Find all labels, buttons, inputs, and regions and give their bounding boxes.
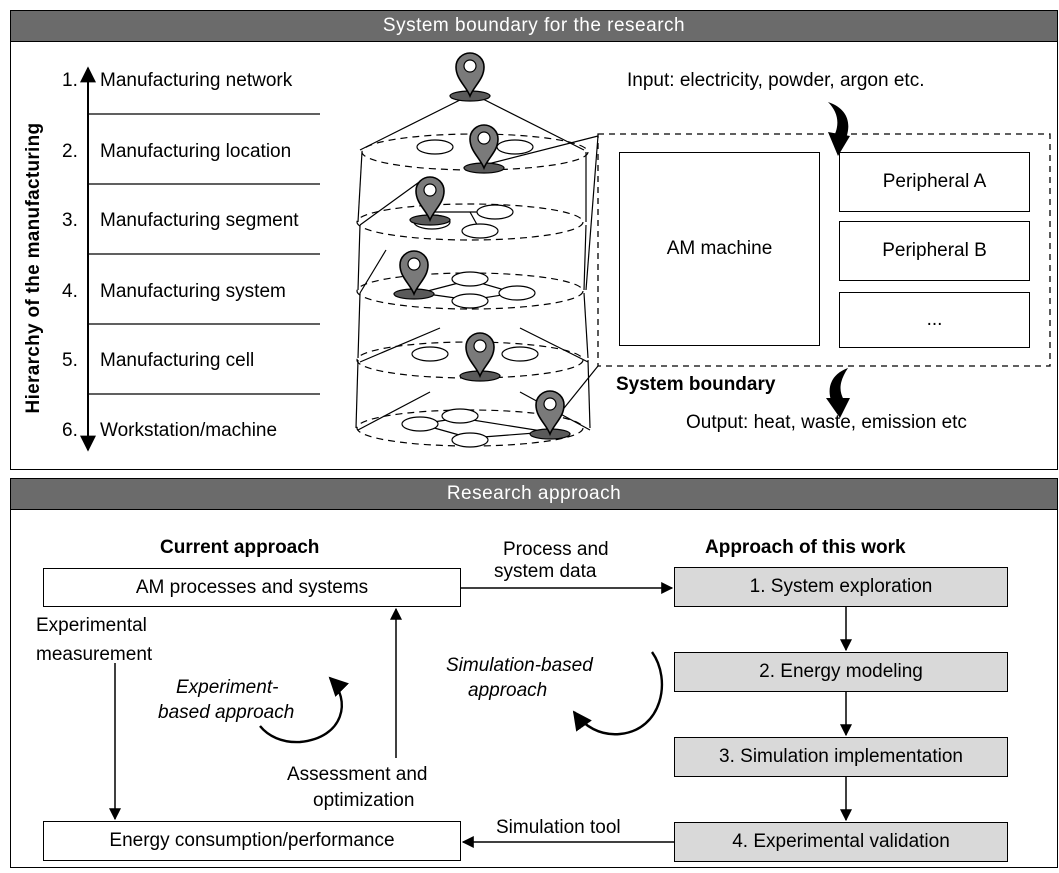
- experiment-based-line1: Experiment-: [176, 677, 279, 698]
- simulation-tool-label: Simulation tool: [496, 817, 621, 838]
- research-approach-header: Research approach: [11, 479, 1057, 510]
- experiment-based-line2: based approach: [158, 702, 295, 723]
- level-1-number: 1.: [62, 70, 78, 91]
- system-boundary-header: System boundary for the research: [11, 11, 1057, 42]
- step-4-box: 4. Experimental validation: [674, 822, 1008, 862]
- experimental-measurement-line2: measurement: [36, 644, 153, 665]
- system-boundary-rect: [597, 133, 1051, 367]
- input-arrow-head: [828, 132, 850, 156]
- this-approach-heading: Approach of this work: [705, 537, 906, 558]
- process-data-line2: system data: [494, 561, 597, 582]
- simulation-based-line2: approach: [468, 680, 548, 701]
- step-3-box: 3. Simulation implementation: [674, 737, 1008, 777]
- peripheral-b-box: Peripheral B: [839, 221, 1030, 281]
- process-data-line1: Process and: [503, 539, 609, 560]
- level-4-number: 4.: [62, 281, 78, 302]
- level-4-label: Manufacturing system: [100, 281, 286, 302]
- level-3-label: Manufacturing segment: [100, 210, 299, 231]
- experimental-measurement-line1: Experimental: [36, 615, 147, 636]
- input-text: Input: electricity, powder, argon etc.: [627, 70, 925, 91]
- output-arrow-head: [826, 398, 850, 418]
- location-pin-icon: [393, 250, 435, 300]
- peripheral-a-box: Peripheral A: [839, 152, 1030, 212]
- output-text: Output: heat, waste, emission etc: [686, 412, 967, 433]
- system-boundary-panel: System boundary for the research: [10, 10, 1058, 470]
- level-3-number: 3.: [62, 210, 78, 231]
- peripheral-more-box: ...: [839, 292, 1030, 348]
- level-2-label: Manufacturing location: [100, 141, 292, 162]
- step-1-box: 1. System exploration: [674, 567, 1008, 607]
- assessment-line2: optimization: [313, 790, 415, 811]
- simulation-cycle-arrow: [572, 651, 664, 736]
- current-approach-heading: Current approach: [160, 537, 320, 558]
- research-approach-panel: Research approach: [10, 478, 1058, 868]
- level-2-number: 2.: [62, 141, 78, 162]
- location-pin-icon: [449, 52, 491, 102]
- am-processes-box: AM processes and systems: [43, 568, 461, 607]
- level-5-number: 5.: [62, 350, 78, 371]
- step-2-box: 2. Energy modeling: [674, 652, 1008, 692]
- location-pin-icon: [459, 332, 501, 382]
- energy-consumption-box: Energy consumption/performance: [43, 821, 461, 861]
- am-machine-box: AM machine: [619, 152, 820, 346]
- level-6-number: 6.: [62, 420, 78, 441]
- level-6-label: Workstation/machine: [100, 420, 278, 441]
- level-5-label: Manufacturing cell: [100, 350, 255, 371]
- location-pin-icon: [529, 390, 571, 440]
- assessment-line1: Assessment and: [287, 764, 428, 785]
- level-1-label: Manufacturing network: [100, 70, 293, 91]
- system-boundary-label: System boundary: [616, 374, 776, 395]
- simulation-based-line1: Simulation-based: [446, 655, 593, 676]
- experiment-cycle-arrow: [259, 676, 350, 744]
- level-separators: [88, 113, 320, 395]
